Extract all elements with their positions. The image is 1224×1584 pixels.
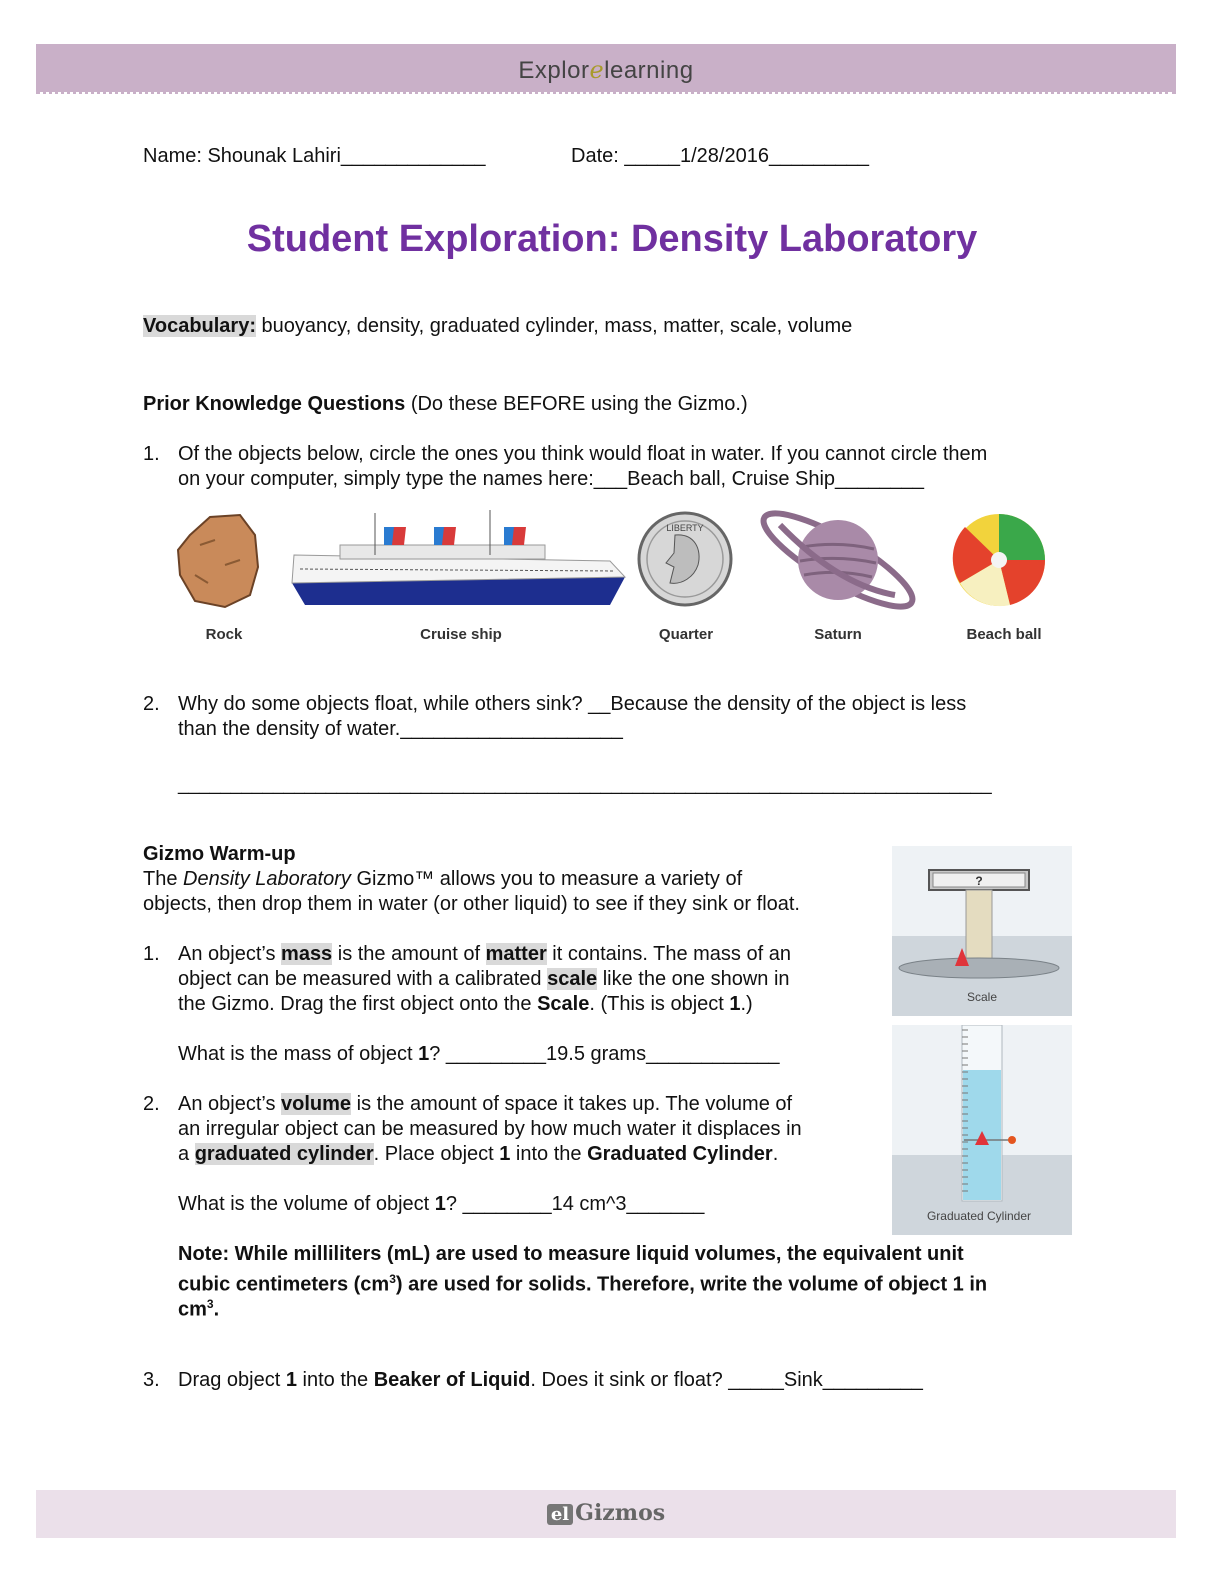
pk-q2-line1: Why do some objects float, while others … — [178, 693, 967, 715]
graduated-cylinder-illustration: Graduated Cylinder — [892, 1024, 1072, 1235]
wu-q2-line2: an irregular object can be measured by h… — [178, 1118, 802, 1140]
pk-q1-line2: on your computer, simply type the names … — [178, 468, 925, 490]
rock-image — [176, 513, 260, 609]
caption-beach-ball: Beach ball — [966, 626, 1042, 643]
caption-rock: Rock — [205, 626, 243, 643]
vocabulary-label: Vocabulary: — [143, 315, 256, 337]
pk-q2-number: 2. — [143, 693, 160, 715]
vocabulary-terms: buoyancy, density, graduated cylinder, m… — [256, 315, 853, 337]
explorelearning-logo: Explorelearning — [518, 56, 694, 84]
caption-quarter: Quarter — [658, 626, 714, 643]
saturn-image — [760, 510, 916, 610]
wu-q3-number: 3. — [143, 1369, 160, 1391]
wu-q2-volume-answer: What is the volume of object 1? ________… — [178, 1193, 705, 1215]
warmup-intro-line1: The Density Laboratory Gizmo™ allows you… — [143, 868, 743, 890]
pk-q1-line1: Of the objects below, circle the ones yo… — [178, 443, 988, 465]
page-title: Student Exploration: Density Laboratory — [246, 218, 978, 260]
caption-cruise-ship: Cruise ship — [420, 626, 502, 643]
wu-q1-number: 1. — [143, 943, 160, 965]
prior-knowledge-heading: Prior Knowledge Questions (Do these BEFO… — [143, 393, 748, 415]
date-field: Date: _____1/28/2016_________ — [571, 145, 870, 167]
wu-q3-line: Drag object 1 into the Beaker of Liquid.… — [178, 1369, 923, 1391]
quarter-text: LIBERTY — [666, 523, 703, 533]
warmup-heading: Gizmo Warm-up — [143, 843, 296, 865]
vocabulary-line: Vocabulary: buoyancy, density, graduated… — [143, 314, 852, 339]
name-field: Name: Shounak Lahiri_____________ — [143, 145, 486, 167]
footer-band — [36, 1490, 1176, 1538]
cruise-ship-image — [291, 510, 627, 605]
wu-q1-mass-answer: What is the mass of object 1? _________1… — [178, 1043, 780, 1065]
note-line1: Note: While milliliters (mL) are used to… — [178, 1243, 964, 1265]
note-line3: cm3. — [178, 1297, 220, 1321]
wu-q1-line1: An object’s mass is the amount of matter… — [178, 943, 791, 965]
gizmos-mark-icon: el — [546, 1504, 574, 1525]
wu-q2-number: 2. — [143, 1093, 160, 1115]
pk-q2-answer-line: ________________________________________… — [178, 774, 992, 795]
quarter-image: LIBERTY — [637, 511, 733, 607]
pk-q2-line2: than the density of water.______________… — [178, 718, 623, 740]
scale-panel: ? Scale — [892, 846, 1072, 1016]
pk-q1-number: 1. — [143, 443, 160, 465]
header-divider — [36, 91, 1176, 94]
graduated-cylinder-label: Graduated Cylinder — [927, 1209, 1031, 1223]
warmup-intro-line2: objects, then drop them in water (or oth… — [143, 893, 800, 915]
scale-illustration: ? Scale — [892, 846, 1072, 1016]
beach-ball-image — [952, 514, 1046, 607]
wu-q2-line3: a graduated cylinder. Place object 1 int… — [178, 1143, 779, 1165]
graduated-cylinder-panel: Graduated Cylinder — [892, 1024, 1072, 1235]
wu-q1-line2: object can be measured with a calibrated… — [178, 968, 790, 990]
note-line2: cubic centimeters (cm3) are used for sol… — [178, 1272, 988, 1296]
header-band — [36, 44, 1176, 92]
scale-readout: ? — [975, 874, 982, 888]
scale-label: Scale — [967, 990, 997, 1004]
objects-illustration: LIBERTY — [176, 510, 1046, 610]
caption-saturn: Saturn — [814, 626, 862, 643]
wu-q1-line3: the Gizmo. Drag the first object onto th… — [178, 993, 753, 1015]
wu-q2-line1: An object’s volume is the amount of spac… — [178, 1093, 793, 1115]
